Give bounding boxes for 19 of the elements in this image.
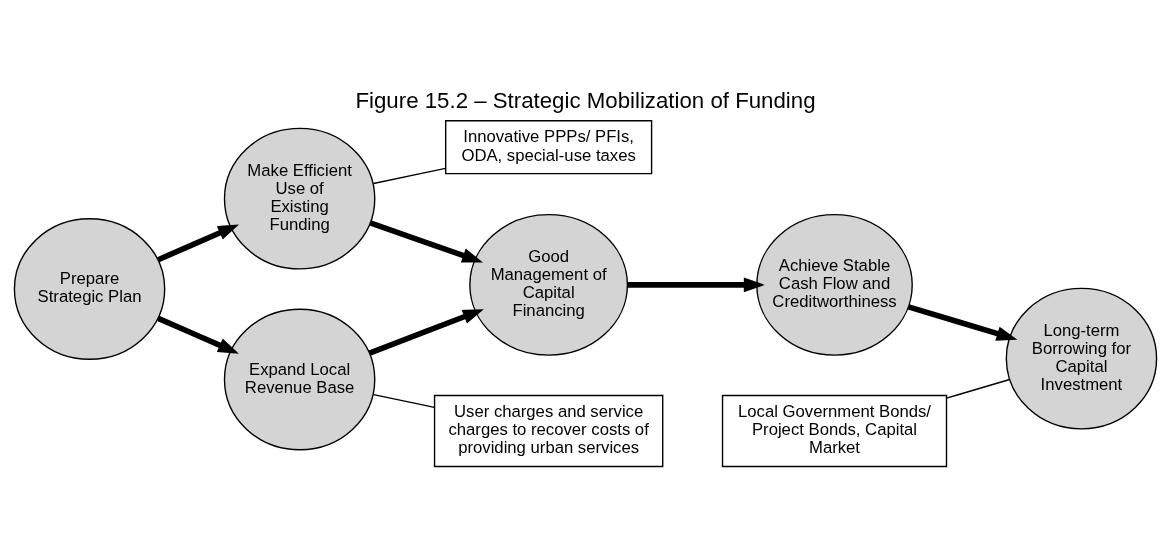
node-ellipse: Good Management of Capital Financing [469, 213, 629, 356]
node-box: User charges and service charges to recover costs of providing urban services [433, 394, 664, 467]
arrow [157, 315, 239, 354]
node-box: Innovative PPPs/ PFIs, ODA, special-use taxes [445, 119, 653, 174]
diagram-title: Figure 15.2 – Strategic Mobilization of Funding [355, 87, 816, 113]
node-circle: Achieve Stable Cash Flow and Creditworthiness [756, 213, 913, 356]
node-circle: Prepare Strategic Plan [13, 217, 166, 360]
node-box: Local Government Bonds/ Project Bonds, Capital Market [721, 394, 948, 467]
arrow [157, 224, 239, 262]
connector [372, 393, 435, 408]
connector [945, 378, 1011, 399]
arrow [368, 308, 484, 356]
arrow [627, 277, 765, 292]
connector [372, 167, 447, 184]
node-circle: Make Efficient Use of Existing Funding [223, 127, 376, 270]
arrow [907, 303, 1018, 341]
node-circle: Expand Local Revenue Base [223, 308, 376, 450]
arrow [369, 219, 484, 262]
node-circle: Long-term Borrowing for Capital Investment [1005, 287, 1158, 430]
